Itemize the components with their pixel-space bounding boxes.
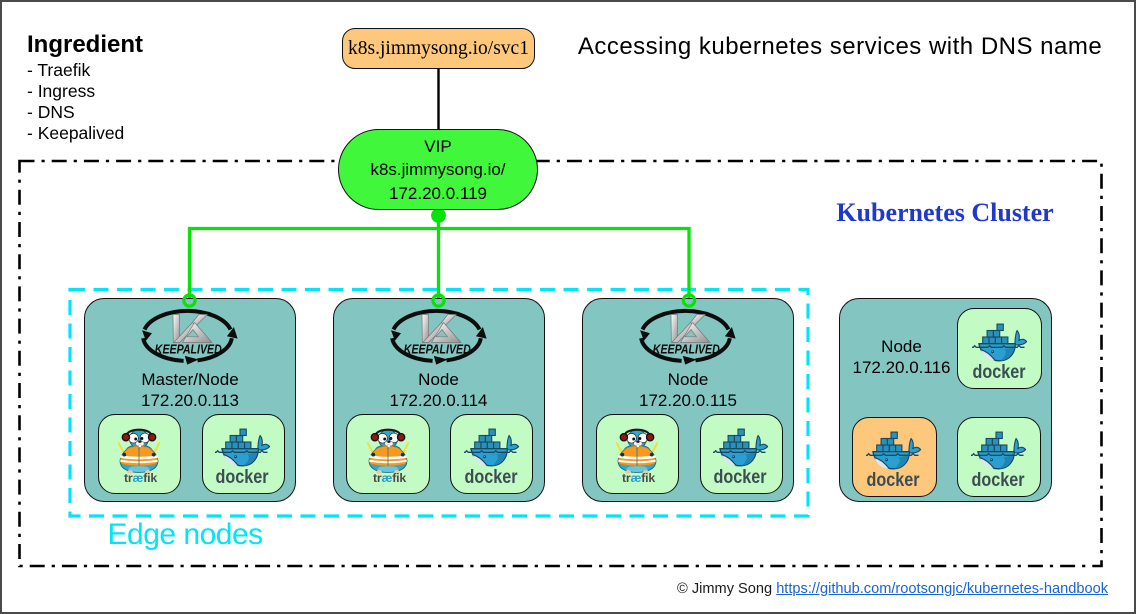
svg-text:docker: docker [216, 466, 269, 488]
svg-text:docker: docker [714, 466, 767, 488]
svg-text:træfik: træfik [124, 471, 157, 485]
svg-text:docker: docker [867, 469, 920, 491]
svg-text:docker: docker [972, 469, 1025, 491]
svg-text:docker: docker [972, 361, 1025, 383]
svg-text:docker: docker [464, 466, 517, 488]
svg-text:træfik: træfik [622, 471, 655, 485]
svg-text:træfik: træfik [373, 471, 406, 485]
